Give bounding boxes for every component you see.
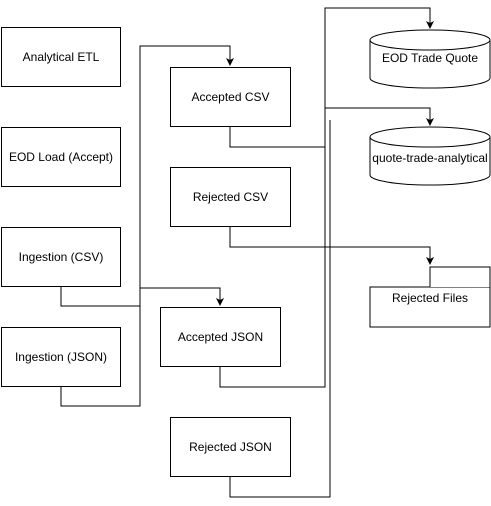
process-label: Analytical ETL xyxy=(22,50,100,64)
process-label: EOD Load (Accept) xyxy=(8,150,114,164)
output-rejected-csv[interactable]: Rejected CSV xyxy=(170,167,291,227)
output-label: Accepted JSON xyxy=(177,330,264,344)
output-accepted-csv[interactable]: Accepted CSV xyxy=(170,67,291,127)
process-eod-load-accept[interactable]: EOD Load (Accept) xyxy=(1,127,121,187)
process-label: Ingestion (CSV) xyxy=(18,250,104,264)
folder-rejected-files-shape xyxy=(369,266,491,328)
output-label: Accepted CSV xyxy=(191,90,270,104)
process-label: Ingestion (JSON) xyxy=(14,350,108,364)
edge-ingestion-json-to-accepted-csv xyxy=(60,45,234,407)
datastore-quote-trade-analytical-shape xyxy=(369,126,491,186)
process-ingestion-csv[interactable]: Ingestion (CSV) xyxy=(1,227,121,287)
edge-rejected-json-to-quote-trade-analytical xyxy=(229,120,331,498)
output-label: Rejected JSON xyxy=(189,440,272,454)
folder-rejected-files-label[interactable]: Rejected Files xyxy=(391,291,469,305)
output-label: Rejected CSV xyxy=(192,190,269,204)
process-ingestion-json[interactable]: Ingestion (JSON) xyxy=(1,327,121,387)
output-rejected-json[interactable]: Rejected JSON xyxy=(170,417,291,477)
datastore-quote-trade-analytical-label[interactable]: quote-trade-analytical xyxy=(372,151,488,165)
edge-ingestion-csv-to-accepted-json xyxy=(60,287,224,307)
datastore-eod-trade-quote-shape xyxy=(369,29,491,89)
output-accepted-json[interactable]: Accepted JSON xyxy=(160,307,281,367)
process-analytical-etl[interactable]: Analytical ETL xyxy=(1,27,121,87)
datastore-eod-trade-quote-label[interactable]: EOD Trade Quote xyxy=(381,51,479,65)
edge-accepted-json-to-eod-trade-quote xyxy=(219,7,434,388)
